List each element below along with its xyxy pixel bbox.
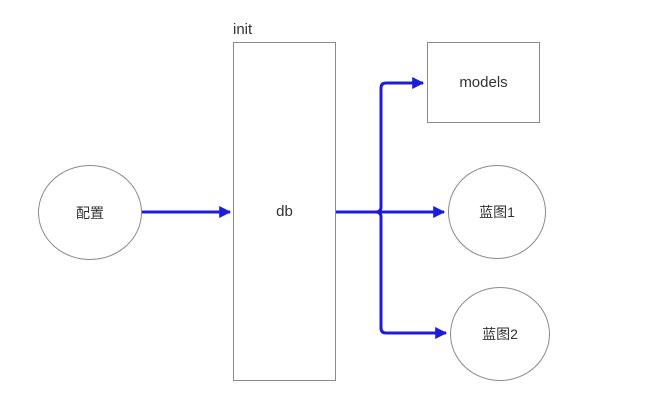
node-config-label: 配置 xyxy=(76,204,104,221)
node-models[interactable]: models xyxy=(427,42,540,123)
node-db[interactable]: db xyxy=(233,42,336,381)
edge-db-blueprint2[interactable] xyxy=(375,210,448,339)
edge-db-models[interactable] xyxy=(375,77,425,214)
node-blueprint1-label: 蓝图1 xyxy=(479,204,515,220)
node-blueprint1[interactable]: 蓝图1 xyxy=(448,165,546,259)
node-blueprint2[interactable]: 蓝图2 xyxy=(450,287,550,381)
node-config[interactable]: 配置 xyxy=(38,165,142,260)
init-group-label: init xyxy=(233,21,253,38)
node-blueprint2-label: 蓝图2 xyxy=(482,326,518,342)
node-db-label: db xyxy=(276,203,293,220)
node-models-label: models xyxy=(459,74,508,91)
